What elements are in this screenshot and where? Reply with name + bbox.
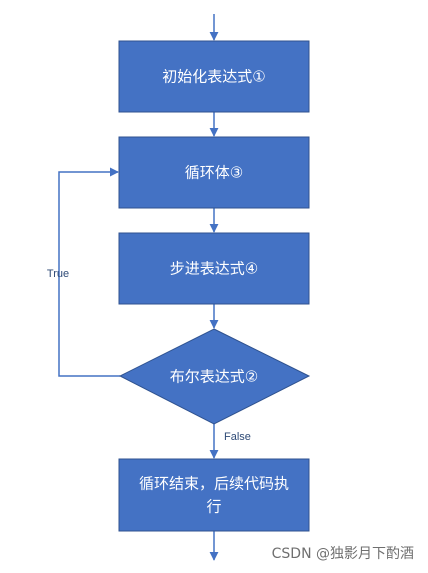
end-box: 循环结束，后续代码执 行 [118,458,310,532]
watermark: CSDN @独影月下酌酒 [272,546,414,562]
true-label: True [47,268,69,280]
step-box: 步进表达式④ [118,232,310,305]
body-box: 循环体③ [118,136,310,209]
condition-label: 布尔表达式② [170,368,258,386]
init-label: 初始化表达式① [162,68,265,86]
end-label-line2: 行 [206,498,221,516]
true-loop-arrow [58,167,120,377]
init-box: 初始化表达式① [118,40,310,113]
step-label: 步进表达式④ [170,260,258,278]
condition-diamond: 布尔表达式② [118,328,311,425]
end-label-line1: 循环结束，后续代码执 [139,475,289,493]
body-label: 循环体③ [185,164,243,182]
false-label: False [224,431,251,443]
